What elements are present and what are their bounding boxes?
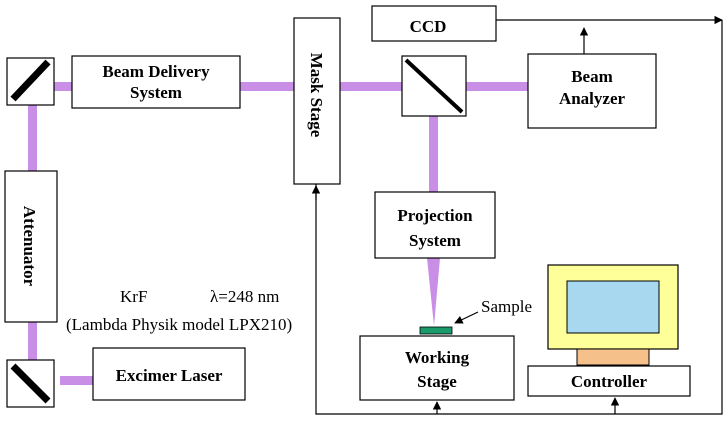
mirror-top-left <box>6 57 55 106</box>
control-wiring <box>311 15 723 415</box>
mask-stage-label: Mask Stage <box>307 53 326 138</box>
beam-delivery-system-box: Beam Delivery System <box>71 55 241 109</box>
sample-plate <box>419 326 453 335</box>
mirror-bottom-left <box>6 359 55 408</box>
ccd-box: CCD <box>371 5 497 42</box>
attenuator-label: Attenuator <box>20 206 39 287</box>
laser-gas-label: KrF <box>120 287 147 306</box>
working-stage-label-line2: Stage <box>417 372 457 391</box>
projection-system-box: Projection System <box>374 191 496 259</box>
beam-splitter <box>401 55 467 117</box>
working-stage-label-line1: Working <box>405 348 470 367</box>
mask-stage-box: Mask Stage <box>293 17 341 185</box>
working-stage-box: Working Stage <box>359 335 515 401</box>
ccd-label: CCD <box>410 17 447 36</box>
computer-monitor <box>547 264 679 366</box>
wavelength-label: λ=248 nm <box>210 287 279 306</box>
projection-label-line2: System <box>409 231 461 250</box>
attenuator-box: Attenuator <box>4 170 58 323</box>
excimer-laser-box: Excimer Laser <box>92 347 246 401</box>
beam-analyzer-label-line1: Beam <box>571 67 613 86</box>
laser-model-label: (Lambda Physik model LPX210) <box>66 315 292 334</box>
beam-delivery-label-line2: System <box>130 83 182 102</box>
controller-box: Controller <box>527 365 691 397</box>
controller-label: Controller <box>571 372 648 391</box>
sample-label: Sample <box>481 297 532 316</box>
beam-analyzer-box: Beam Analyzer <box>527 53 657 129</box>
beam-delivery-label-line1: Beam Delivery <box>102 62 210 81</box>
beam-analyzer-label-line2: Analyzer <box>559 89 626 108</box>
projection-label-line1: Projection <box>397 206 473 225</box>
sample-pointer-arrow <box>454 311 479 324</box>
excimer-laser-label: Excimer Laser <box>116 366 223 385</box>
